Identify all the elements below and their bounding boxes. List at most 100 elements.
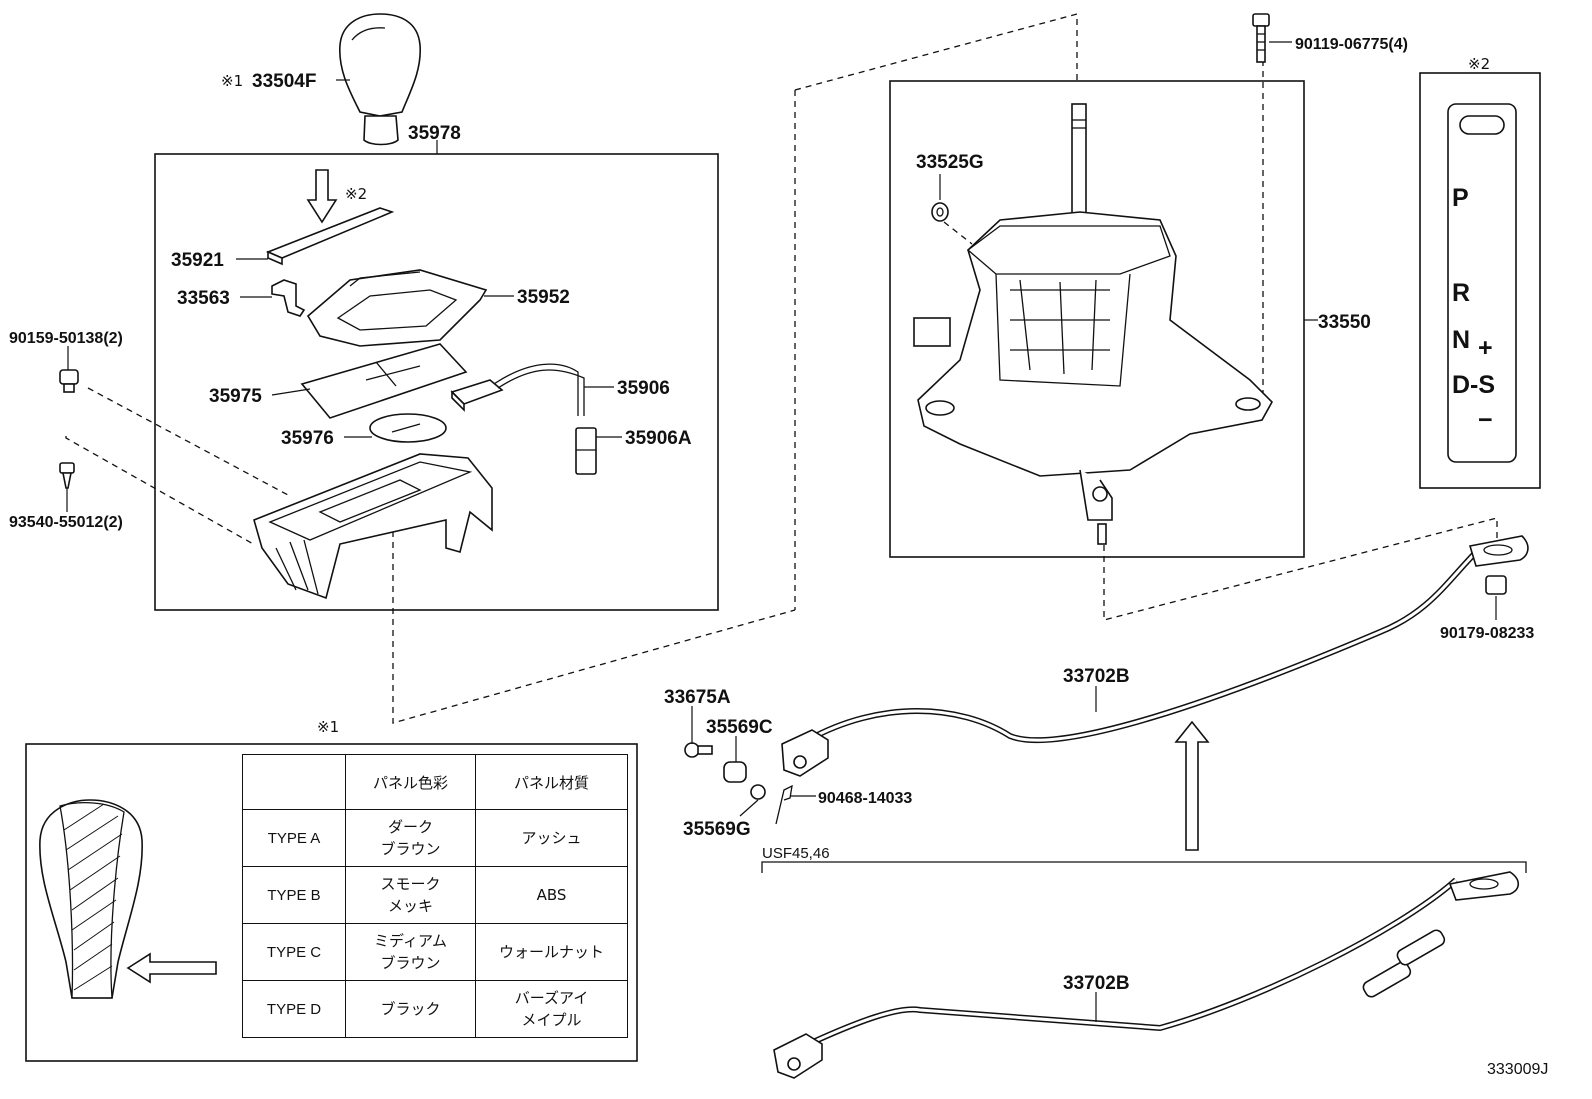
label-35906a: 35906A xyxy=(625,428,692,449)
table-row: TYPE C ミディアムブラウン ウォールナット xyxy=(242,923,628,981)
bolt-90119 xyxy=(1252,13,1270,63)
type-cell: TYPE A xyxy=(242,809,346,867)
arrow-note-label: ※2 xyxy=(345,185,367,203)
nut-90179 xyxy=(1485,575,1507,595)
color-cell: ミディアムブラウン xyxy=(345,923,476,981)
label-90468: 90468-14033 xyxy=(818,790,912,807)
label-90119: 90119-06775(4) xyxy=(1295,36,1408,53)
shift-lever-assy xyxy=(913,103,1273,545)
table-header-row: パネル色彩 パネル材質 xyxy=(242,754,628,810)
cable-upper xyxy=(781,535,1529,777)
material-cell: バーズアイメイプル xyxy=(475,980,628,1038)
material-line: アッシュ xyxy=(521,829,582,847)
gear-p: P xyxy=(1452,184,1469,212)
gear-d-s: D-S xyxy=(1452,371,1495,399)
gear-minus: − xyxy=(1478,406,1493,434)
dash-screw-bottom xyxy=(65,436,256,546)
label-90159: 90159-50138(2) xyxy=(9,330,123,347)
color-line: ブラック xyxy=(380,1000,441,1018)
material-cell: ABS xyxy=(475,866,628,924)
color-line: メッキ xyxy=(387,897,433,915)
label-33702b-upper: 33702B xyxy=(1063,666,1130,687)
table-header-cell: パネル材質 xyxy=(475,754,628,810)
inset-note-label: ※1 xyxy=(317,718,339,736)
type-cell: TYPE C xyxy=(242,923,346,981)
color-line: ダーク xyxy=(387,818,433,836)
variant-label: USF45,46 xyxy=(762,845,830,862)
knob-note-label: ※1 xyxy=(221,72,243,90)
type-cell: TYPE B xyxy=(242,866,346,924)
label-33504f: 33504F xyxy=(252,71,316,92)
dash-screw-top xyxy=(87,387,289,496)
label-33550: 33550 xyxy=(1318,312,1371,333)
panel-type-table: パネル色彩 パネル材質 TYPE A ダークブラウン アッシュ TYPE B ス… xyxy=(242,754,628,1038)
label-33525g: 33525G xyxy=(916,152,984,173)
label-35921: 35921 xyxy=(171,250,224,271)
table-header-cell: パネル色彩 xyxy=(345,754,476,810)
cable-lower xyxy=(773,871,1520,1079)
label-93540: 93540-55012(2) xyxy=(9,514,123,531)
table-row: TYPE A ダークブラウン アッシュ xyxy=(242,809,628,867)
dash-link-bottom xyxy=(392,520,796,724)
label-35569c: 35569C xyxy=(706,717,773,738)
pin-33675a xyxy=(684,742,713,758)
bush-35569g xyxy=(750,784,766,800)
part-35976 xyxy=(369,413,447,443)
part-35975 xyxy=(300,343,468,419)
leader-lines xyxy=(66,41,1497,1022)
part-35906a xyxy=(575,427,597,475)
color-cell: スモークメッキ xyxy=(345,866,476,924)
part-35906 xyxy=(450,363,585,416)
dash-grommet xyxy=(943,221,973,245)
color-cell: ダークブラウン xyxy=(345,809,476,867)
label-35976: 35976 xyxy=(281,428,334,449)
part-35952 xyxy=(306,269,488,347)
color-cell: ブラック xyxy=(345,980,476,1038)
label-35975: 35975 xyxy=(209,386,262,407)
material-line: ABS xyxy=(536,886,567,904)
gear-r: R xyxy=(1452,279,1470,307)
color-line: ブラウン xyxy=(380,954,441,972)
label-35906: 35906 xyxy=(617,378,670,399)
up-arrow-icon xyxy=(1174,720,1210,851)
dash-cable-end xyxy=(1103,517,1498,621)
label-33702b-lower: 33702B xyxy=(1063,973,1130,994)
table-header-cell xyxy=(242,754,346,810)
material-line: バーズアイ xyxy=(514,989,589,1007)
indicator-frame xyxy=(1419,72,1541,489)
dash-link-top xyxy=(794,13,1078,91)
shift-indicator-panel xyxy=(1447,103,1517,463)
label-33675a: 33675A xyxy=(664,687,731,708)
color-line: ブラウン xyxy=(380,840,441,858)
bush-35569c xyxy=(723,761,747,783)
shift-knob xyxy=(339,13,421,146)
table-row: TYPE D ブラック バーズアイメイプル xyxy=(242,980,628,1038)
color-line: スモーク xyxy=(380,875,441,893)
color-line: ミディアム xyxy=(374,932,447,950)
label-35952: 35952 xyxy=(517,287,570,308)
material-cell: ウォールナット xyxy=(475,923,628,981)
indicator-note-label: ※2 xyxy=(1468,55,1490,73)
part-33525g xyxy=(931,202,949,222)
clip-90468 xyxy=(775,784,793,825)
variant-bracket xyxy=(761,861,1527,873)
label-33563: 33563 xyxy=(177,288,230,309)
inset-knob xyxy=(39,799,143,999)
screw-90159 xyxy=(59,369,79,393)
gear-plus: + xyxy=(1478,334,1493,362)
left-arrow-icon xyxy=(126,952,217,984)
table-row: TYPE B スモークメッキ ABS xyxy=(242,866,628,924)
type-cell: TYPE D xyxy=(242,980,346,1038)
screw-93540 xyxy=(59,462,75,489)
part-35921 xyxy=(265,207,395,266)
shift-lever-frame xyxy=(889,80,1305,558)
console-housing xyxy=(253,453,493,600)
down-arrow-icon xyxy=(306,169,338,224)
material-line: ウォールナット xyxy=(498,943,604,961)
part-33563 xyxy=(271,279,306,317)
material-cell: アッシュ xyxy=(475,809,628,867)
diagram-code: 333009J xyxy=(1487,1061,1548,1078)
label-90179: 90179-08233 xyxy=(1440,625,1534,642)
